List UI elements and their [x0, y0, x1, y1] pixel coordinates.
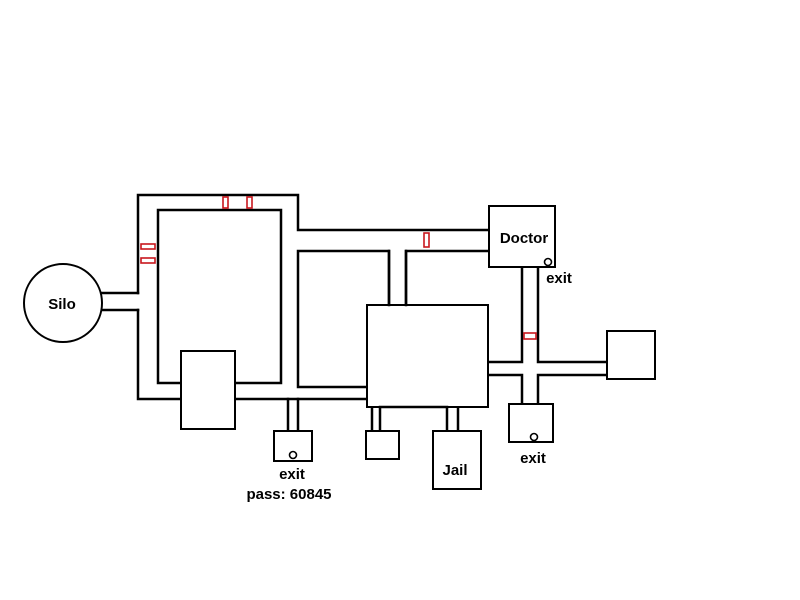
central-room: [366, 304, 489, 408]
door-left-1: [140, 243, 156, 250]
central-room-openings: [378, 249, 449, 409]
silo-label: Silo: [48, 296, 76, 313]
doctor-exit-hatch-icon: [543, 257, 553, 267]
left-loop-outer-bottom-wall: [136, 308, 183, 401]
small-room: [365, 430, 400, 460]
exit-labels: exit exit pass: 60845 exit: [246, 270, 571, 503]
right-exit-label: exit: [520, 450, 546, 467]
doctor-room: [488, 205, 556, 268]
door-top-left-1: [222, 196, 229, 209]
exit-markers: [288, 257, 553, 460]
far-right-room: [606, 330, 656, 380]
door-top-left-2: [246, 196, 253, 209]
door-left-2: [140, 257, 156, 264]
door-doctor-corridor: [523, 332, 537, 340]
doors: [140, 196, 537, 340]
upper-corridor-lower-wall: [404, 249, 490, 307]
lower-right-corridor-left-wall: [486, 373, 524, 406]
jail-label: Jail: [442, 462, 467, 479]
door-upper-corridor: [423, 232, 430, 248]
rooms: Jail Doctor: [180, 205, 656, 490]
bottom-exit-label: exit: [279, 466, 305, 483]
silo-circle: [23, 263, 103, 343]
bottom-exit-pass-label: pass: 60845: [246, 486, 331, 503]
doctor-label: Doctor: [500, 230, 548, 247]
left-lower-room: [180, 350, 236, 430]
doctor-corridor-right-wall: [536, 266, 609, 364]
silo-room: Silo: [23, 263, 103, 343]
bottom-exit-hatch-icon: [288, 450, 298, 460]
doctor-exit-label: exit: [546, 270, 572, 287]
right-exit-hatch-icon: [529, 432, 539, 442]
left-loop-outer-top-wall: [136, 193, 490, 295]
left-loop-inner-wall: [156, 208, 283, 385]
lower-right-corridor-right-wall: [536, 373, 609, 406]
jail-room: [432, 430, 482, 490]
doctor-corridor-left-wall: [486, 266, 524, 364]
